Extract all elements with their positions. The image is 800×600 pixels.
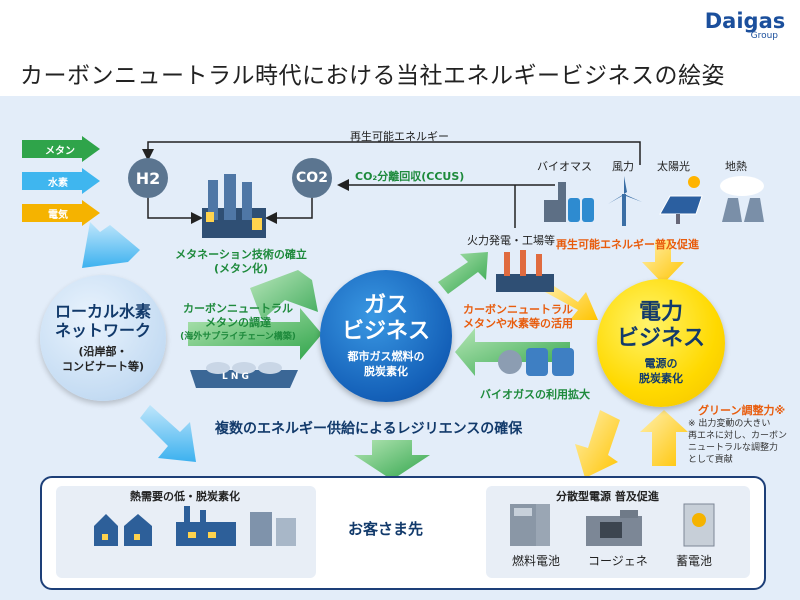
methanation-label: メタネーション技術の確立 (メタン化) (175, 248, 307, 275)
thermal-label: 火力発電・工場等 (467, 234, 555, 247)
biomass-label: バイオマス (537, 160, 592, 173)
customer-label: お客さま先 (348, 520, 424, 538)
hydrogen-label: 水素 (48, 178, 68, 189)
cogeneration-label: コージェネ (588, 554, 648, 568)
cn-use-label: カーボンニュートラル メタンや水素等の活用 (463, 303, 573, 330)
power-business-circle: 電力 ビジネス 電源の 脱炭素化 (597, 279, 725, 407)
methane-label: メタン (45, 146, 75, 157)
solar-panel-icon (659, 176, 703, 224)
methanation-plant-icon (202, 174, 266, 238)
cn-procurement-label: カーボンニュートラル メタンの調達 (海外サプライチェーン構築) (180, 302, 296, 342)
biogas-label: バイオガスの利用拡大 (480, 388, 590, 401)
heat-demand-title: 熱需要の低・脱炭素化 (130, 490, 240, 503)
biomass-icon (544, 182, 594, 222)
geothermal-label: 地熱 (725, 160, 747, 173)
electricity-arrow (22, 200, 100, 226)
renewable-promotion-label: 再生可能エネルギー普及促進 (556, 238, 699, 251)
gas-business-circle: ガス ビジネス 都市ガス燃料の 脱炭素化 (320, 270, 452, 402)
green-adjustment-note: ※ 出力変動の大きい 再エネに対し、カーボン ニュートラルな調整力 として貢献 (688, 419, 788, 465)
electricity-label: 電気 (48, 210, 68, 221)
wind-label: 風力 (612, 160, 634, 173)
lng-ship-icon (190, 362, 298, 388)
h2-node: H2 (128, 158, 168, 198)
daigas-logo: Daigas Group (704, 9, 786, 41)
distributed-power-icons (510, 503, 715, 547)
customer-buildings-icon (94, 506, 296, 546)
local-hydrogen-network: ローカル水素 ネットワーク (沿岸部・ コンビナート等) (40, 275, 166, 401)
co2-node: CO2 (292, 158, 332, 198)
geothermal-icon (720, 176, 764, 222)
distributed-power-title: 分散型電源 普及促進 (556, 490, 659, 503)
resilience-label: 複数のエネルギー供給によるレジリエンスの確保 (215, 421, 523, 437)
top-loop-label: 再生可能エネルギー (350, 130, 449, 143)
methane-arrow (22, 136, 100, 162)
biogas-tanks-icon (498, 348, 574, 376)
wind-turbine-icon (608, 176, 642, 226)
thermal-plant-icon (496, 250, 554, 292)
battery-label: 蓄電池 (676, 554, 713, 568)
lng-label: L N G (222, 372, 249, 382)
solar-label: 太陽光 (657, 160, 690, 173)
green-adjustment-label: グリーン調整力※ (698, 404, 786, 417)
fuel-cell-label: 燃料電池 (512, 554, 561, 568)
page-title: カーボンニュートラル時代における当社エネルギービジネスの絵姿 (20, 63, 725, 89)
hydrogen-arrow (22, 168, 100, 194)
ccus-label: CO₂分離回収(CCUS) (355, 170, 465, 183)
